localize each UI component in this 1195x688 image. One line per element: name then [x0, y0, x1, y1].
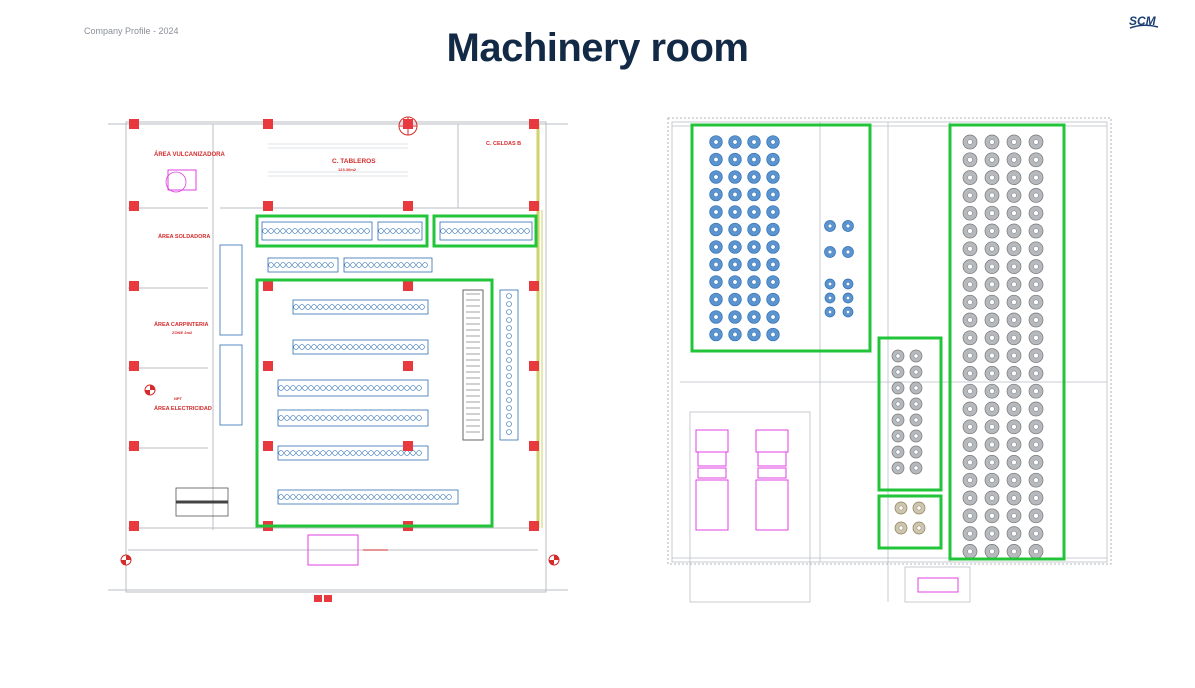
logo-text: SCM: [1129, 14, 1157, 28]
column: [324, 595, 332, 602]
column: [529, 201, 539, 211]
highlight-box: [432, 214, 538, 248]
label-area-electricidad: ÁREA ELECTRICIDAD: [154, 405, 212, 412]
column: [529, 361, 539, 371]
highlight-box: [877, 494, 943, 550]
label-c-tableros: C. TABLEROS: [332, 158, 376, 165]
highlight-box: [948, 123, 1066, 561]
scm-logo: SCM: [1128, 12, 1160, 32]
left-floor-plan: ÁREA VULCANIZADORA C. TABLEROS 123.30m2 …: [108, 110, 568, 602]
column: [263, 281, 273, 291]
label-area-carpinteria: ÁREA CARPINTERIA: [154, 321, 209, 328]
label-c-celdas: C. CELDAS B: [486, 141, 521, 147]
company-profile-note: Company Profile - 2024: [84, 26, 179, 36]
column: [263, 361, 273, 371]
column: [529, 281, 539, 291]
highlight-box: [255, 214, 429, 248]
label-npt: NPT: [174, 396, 183, 401]
column: [263, 201, 273, 211]
column: [129, 201, 139, 211]
column: [529, 441, 539, 451]
column: [129, 441, 139, 451]
column: [263, 441, 273, 451]
highlight-box: [255, 278, 494, 528]
column: [403, 281, 413, 291]
column: [529, 521, 539, 531]
page-title: Machinery room: [446, 26, 749, 70]
column: [403, 361, 413, 371]
column: [403, 441, 413, 451]
column: [129, 281, 139, 291]
level-marker-icon: [120, 384, 560, 566]
column: [129, 119, 139, 129]
column: [403, 119, 413, 129]
magenta-units: [695, 429, 959, 593]
column: [129, 521, 139, 531]
column: [129, 361, 139, 371]
label-area-vulcanizadora: ÁREA VULCANIZADORA: [154, 151, 225, 158]
column: [529, 119, 539, 129]
highlight-box: [877, 336, 943, 492]
highlight-box: [690, 123, 872, 353]
column: [263, 119, 273, 129]
label-area-carpinteria-sub: ZONE 2m2: [172, 330, 193, 335]
right-floor-plan: [660, 112, 1115, 604]
column: [314, 595, 322, 602]
label-c-tableros-sub: 123.30m2: [338, 167, 357, 172]
label-area-soldadora: ÁREA SOLDADORA: [158, 233, 210, 240]
column: [403, 201, 413, 211]
